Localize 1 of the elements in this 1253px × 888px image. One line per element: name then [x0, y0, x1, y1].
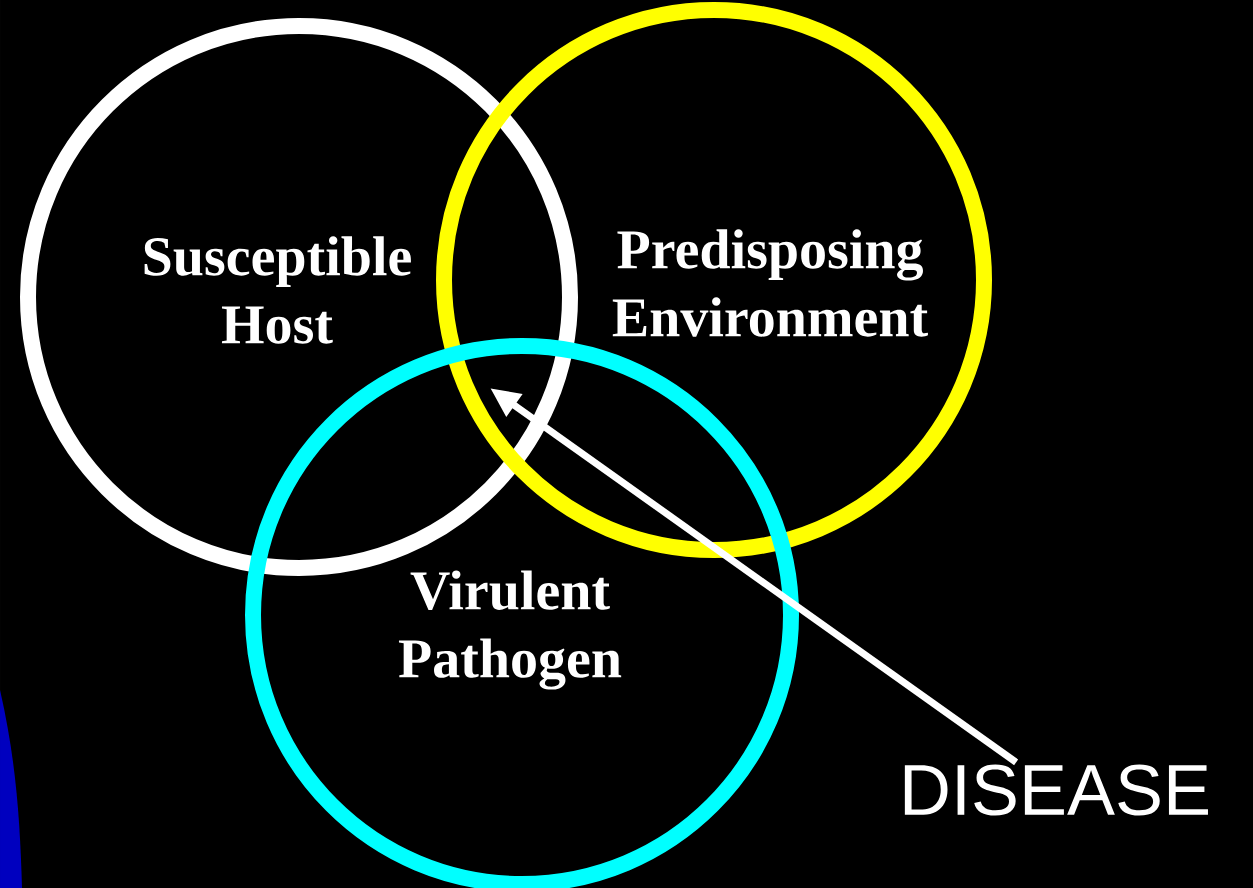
label-text: DISEASE — [904, 764, 1208, 816]
